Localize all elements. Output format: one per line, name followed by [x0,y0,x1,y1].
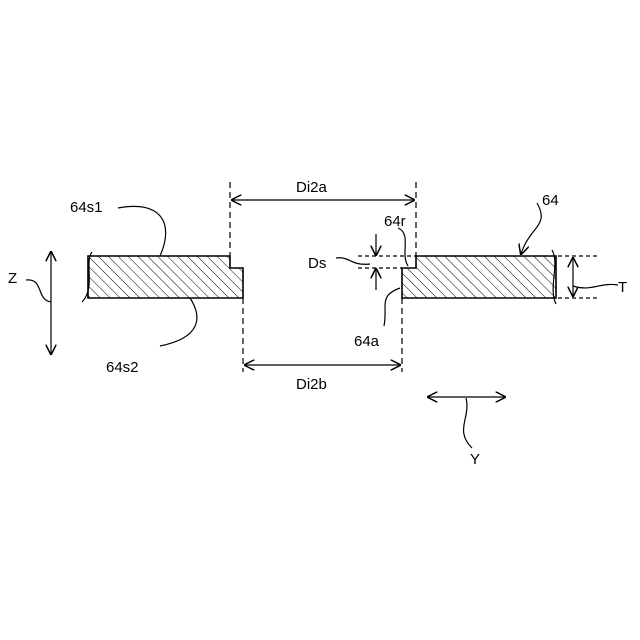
leader-64r [398,228,408,266]
leader-y [464,398,472,448]
leader-64a [384,288,400,326]
label-ds: Ds [308,255,326,272]
label-64r: 64r [384,213,406,230]
leader-64 [521,203,541,254]
leader-ds [336,258,370,265]
left-plate-section [88,256,243,298]
leader-64s2 [160,298,197,346]
leader-t [573,284,618,288]
label-64s2: 64s2 [106,359,139,376]
label-64s1: 64s1 [70,199,103,216]
leader-64s1 [118,206,166,256]
label-t: T [618,279,627,296]
label-di2a: Di2a [296,179,328,196]
label-part-64: 64 [542,192,559,209]
label-y: Y [470,451,480,468]
leader-z [26,280,51,302]
right-plate-section [402,256,556,298]
label-z: Z [8,270,17,287]
label-64a: 64a [354,333,380,350]
label-di2b: Di2b [296,376,327,393]
